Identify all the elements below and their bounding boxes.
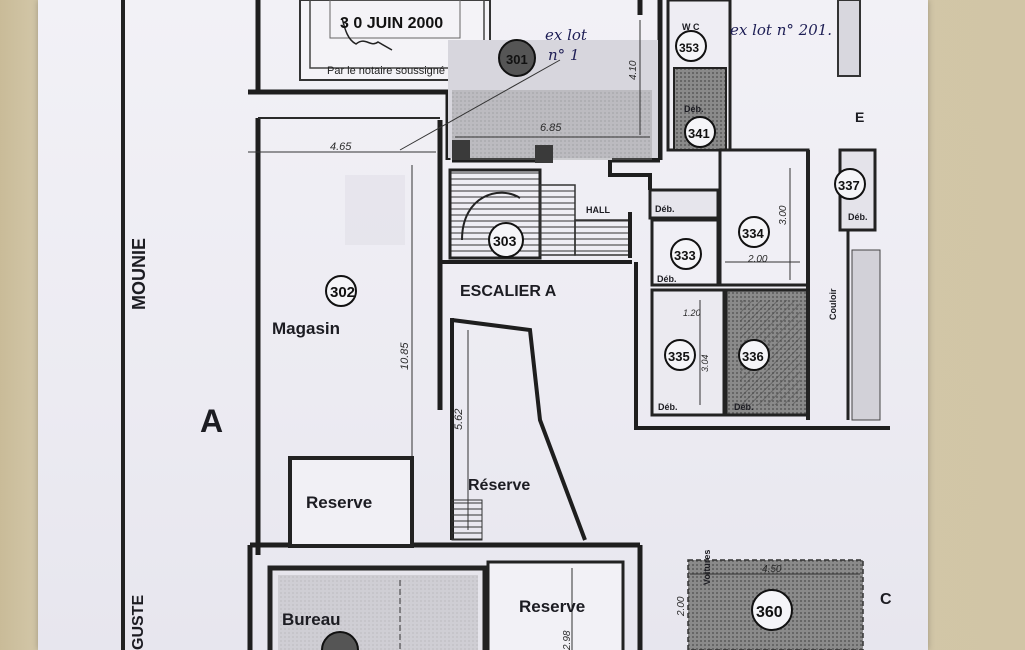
dimension-label: 3.00 — [778, 205, 789, 225]
room-reserve-bottom: Reserve — [519, 597, 585, 616]
lot-number: 360 — [756, 604, 783, 621]
dimension-label: 2.00 — [747, 254, 768, 265]
lot-number: 301 — [506, 52, 528, 67]
lot-circles — [321, 30, 866, 650]
right-wing — [648, 0, 881, 421]
dimension-label: 1.20 — [683, 308, 701, 318]
room-magasin: Magasin — [272, 319, 340, 338]
stamp-date: 3 0 JUIN 2000 — [340, 15, 443, 32]
lot-number: 341 — [688, 126, 710, 141]
lot-number: 334 — [742, 226, 764, 241]
deb-label: Déb. — [848, 212, 868, 222]
stamp-frame — [309, 0, 485, 69]
dimension-label: 3.04 — [700, 354, 710, 372]
deb-label: Déb. — [658, 402, 678, 412]
lot-number: 333 — [674, 248, 696, 263]
handwritten-exlot1-line2: n° 1 — [548, 46, 579, 64]
room-bureau: Bureau — [282, 610, 341, 629]
small-stair — [451, 499, 483, 541]
room-reserve-left: Reserve — [306, 493, 372, 512]
dimension-label: 4.50 — [762, 564, 782, 575]
handwritten-exlot201: ex lot n° 201. — [730, 21, 832, 39]
room-hall: HALL — [586, 205, 610, 215]
corridor-walls — [440, 160, 890, 541]
lot-number: 337 — [838, 178, 860, 193]
magasin-room — [248, 117, 440, 540]
dimension-label: 4.10 — [628, 60, 639, 80]
lot-number: 336 — [742, 349, 764, 364]
deb-label: Déb. — [734, 402, 754, 412]
room-wc: W C — [682, 22, 700, 32]
lot-number: 302 — [330, 284, 355, 301]
room-reserve-mid: Réserve — [468, 477, 530, 494]
pillar — [535, 145, 553, 163]
dimension-label: 2.98 — [562, 630, 573, 650]
room-couloir: Couloir — [828, 288, 838, 320]
deb-label: Déb. — [684, 104, 704, 114]
dimension-label: 6.85 — [540, 122, 562, 134]
room-voitures: Voitures — [702, 550, 712, 585]
zone-a-label: A — [200, 403, 223, 439]
reserve-left-room — [288, 456, 414, 548]
zone-c-label: C — [880, 591, 892, 608]
stamp-notary-text: Par le notaire soussigné — [327, 65, 445, 77]
lot-number: 353 — [679, 41, 699, 55]
dimension-label: 4.65 — [330, 141, 352, 153]
bottom-rooms — [267, 559, 864, 650]
dimension-label: 5.62 — [453, 409, 465, 430]
notary-signature — [341, 17, 393, 51]
stamp-box — [329, 0, 461, 39]
dimension-label: 2.00 — [676, 596, 687, 617]
handwritten-exlot1-line1: ex lot — [545, 26, 588, 44]
lot-number: 303 — [493, 233, 517, 249]
leader-line — [399, 59, 561, 151]
zone-e-label: E — [855, 109, 864, 125]
street-name: MOUNIE — [129, 238, 149, 310]
dimension-label: 10.85 — [399, 342, 411, 370]
deb-label: Déb. — [655, 204, 675, 214]
pillar — [452, 140, 470, 160]
room-escalier: ESCALIER A — [460, 283, 557, 300]
lot-number: 335 — [668, 349, 690, 364]
street-name-bottom: GUSTE — [130, 595, 147, 650]
deb-label: Déb. — [657, 274, 677, 284]
